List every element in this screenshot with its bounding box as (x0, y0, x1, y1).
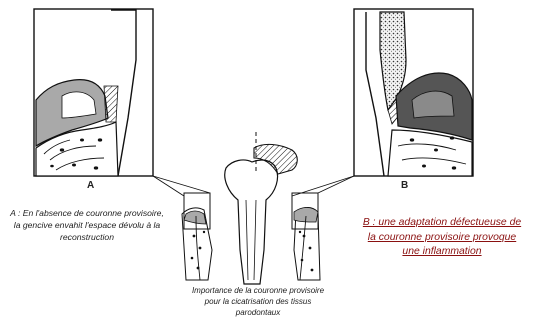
caption-b-line-1: B : une adaptation défectueuse de (336, 216, 548, 231)
caption-main-line-1: Importance de la couronne provisoire (168, 285, 348, 296)
panel-a-hatched-area (104, 86, 118, 122)
central-tooth (182, 132, 320, 284)
caption-main-line-3: parodontaux (168, 307, 348, 318)
panel-b (354, 9, 473, 176)
panel-a (34, 9, 153, 176)
caption-panel-b: B : une adaptation défectueuse de la cou… (336, 216, 548, 260)
caption-main-line-2: pour la cicatrisation des tissus (168, 296, 348, 307)
caption-a-line-3: reconstruction (2, 231, 172, 243)
caption-b-line-3: une inflammation (336, 245, 548, 260)
caption-panel-a: A : En l'absence de couronne provisoire,… (2, 207, 172, 243)
panel-b-label: B (401, 180, 408, 191)
caption-a-line-2: la gencive envahit l'espace dévolu à la (2, 219, 172, 231)
panel-a-label: A (87, 180, 94, 191)
caption-b-line-2: la couronne provisoire provoque (336, 231, 548, 246)
caption-a-line-1: A : En l'absence de couronne provisoire, (2, 207, 172, 219)
caption-main: Importance de la couronne provisoire pou… (168, 285, 348, 318)
central-tooth-body (225, 160, 278, 284)
